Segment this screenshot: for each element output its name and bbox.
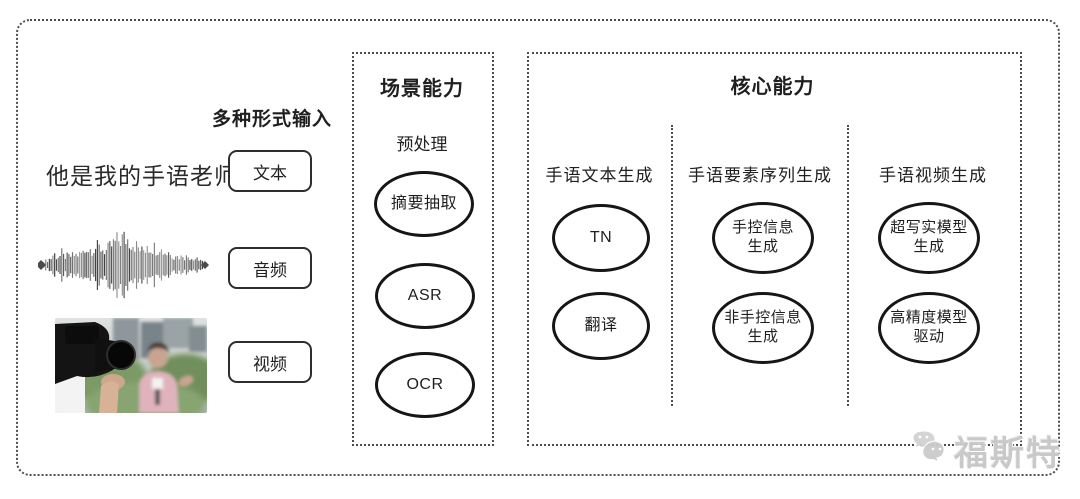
input-type-video-box: 视频 <box>228 341 312 383</box>
node-hyperrealistic-model-generation: 超写实模型 生成 <box>878 202 980 274</box>
node-translation: 翻译 <box>552 292 650 360</box>
node-high-precision-model-driving: 高精度模型 驱动 <box>878 292 980 364</box>
column-header-sign-video-generation: 手语视频生成 <box>879 166 987 185</box>
scene-panel-title: 场景能力 <box>380 78 464 100</box>
core-panel-title: 核心能力 <box>730 76 815 98</box>
node-manual-info-generation: 手控信息 生成 <box>712 202 814 274</box>
input-type-audio-label: 音频 <box>253 260 287 280</box>
input-type-text-box: 文本 <box>228 150 312 192</box>
input-type-text-label: 文本 <box>253 163 287 183</box>
reporter-video-thumbnail <box>55 318 207 413</box>
input-type-video-label: 视频 <box>253 354 287 374</box>
node-summary-extraction: 摘要抽取 <box>374 171 474 237</box>
column-divider-1 <box>671 125 673 406</box>
column-divider-2 <box>847 125 849 406</box>
scene-capability-panel <box>352 52 494 446</box>
audio-waveform-icon <box>36 227 210 303</box>
input-section-header: 多种形式输入 <box>211 109 332 130</box>
node-non-manual-info-generation: 非手控信息 生成 <box>712 292 814 364</box>
node-ocr: OCR <box>375 352 475 418</box>
reporter-figure <box>139 342 194 413</box>
node-tn: TN <box>552 204 650 272</box>
sample-sentence-text: 他是我的手语老师 <box>46 163 238 189</box>
core-capability-panel <box>527 52 1022 446</box>
camera-foreground <box>55 322 136 413</box>
node-asr: ASR <box>375 263 475 329</box>
column-header-sign-text-generation: 手语文本生成 <box>545 166 654 185</box>
input-type-audio-box: 音频 <box>228 247 312 289</box>
scene-panel-subtitle: 预处理 <box>396 135 448 154</box>
column-header-sign-element-sequence-generation: 手语要素序列生成 <box>688 166 832 185</box>
